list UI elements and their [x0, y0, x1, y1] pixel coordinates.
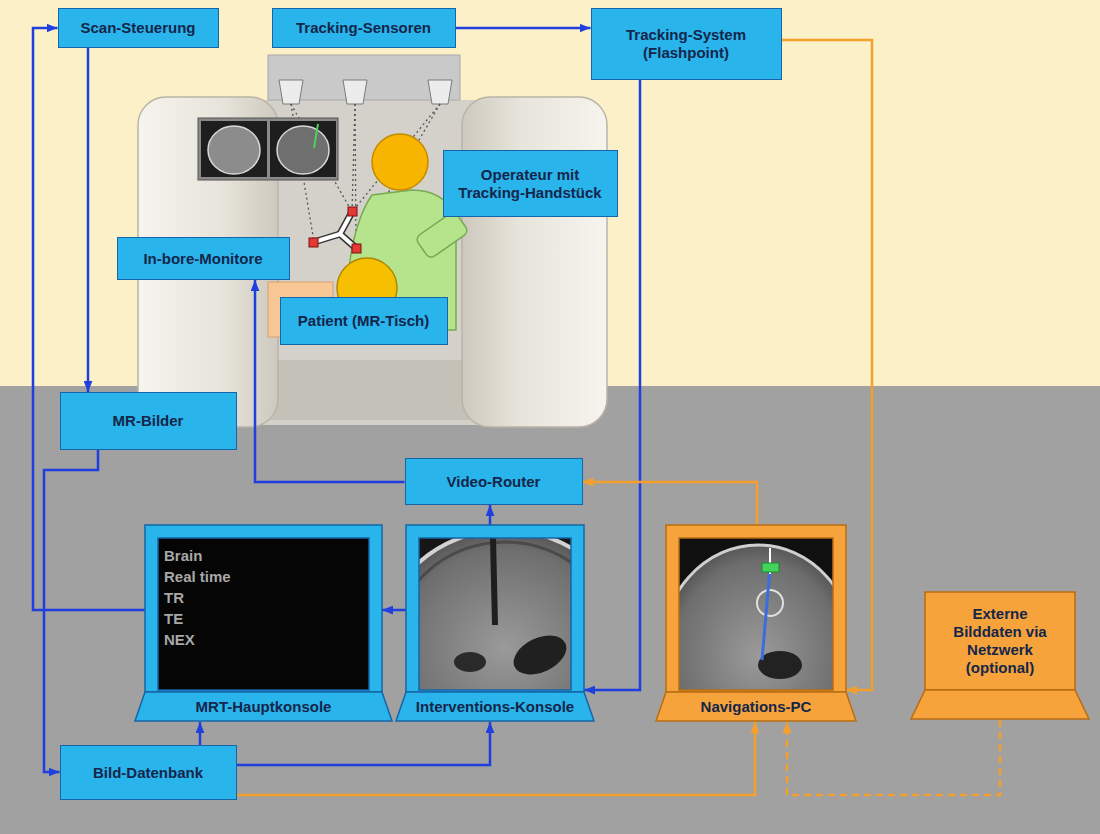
console-monitor: MRT-Hauptkonsole BrainReal timeTR TE NEX — [134, 525, 393, 722]
screen-text: Real time — [164, 568, 231, 586]
connector-arrow — [44, 450, 98, 772]
monitor-label: Interventions-Konsole — [395, 692, 595, 722]
brain-image — [277, 126, 329, 174]
tracking-sensor — [428, 80, 452, 104]
connector-arrow — [382, 609, 406, 612]
console-monitor: Interventions-Konsole — [395, 525, 595, 722]
scanner-ring — [462, 97, 607, 427]
brain-image — [208, 126, 260, 174]
system-box: Tracking-System (Flashpoint) — [591, 8, 782, 80]
patient-box: Patient (MR-Tisch) — [280, 297, 448, 345]
in-bore-screen — [201, 121, 267, 177]
box-label: Scan-Steuerung — [67, 19, 210, 37]
connector-arrow — [489, 505, 492, 525]
monitor-label: Navigations-PC — [655, 692, 857, 722]
screen-text: Brain — [164, 547, 202, 565]
console-screen — [158, 538, 369, 690]
monitor-outline — [655, 525, 857, 722]
monitor-outline — [395, 525, 595, 722]
mri-image — [419, 538, 571, 690]
display-box: In-bore-Monitore — [117, 237, 290, 280]
tracking-handpiece — [309, 207, 361, 253]
connector-arrow — [33, 28, 145, 610]
connector-arrow — [782, 40, 873, 690]
screen-text: NEX — [164, 631, 195, 649]
box-label: Bild-Datenbank — [69, 764, 228, 782]
screen-text: TE — [164, 610, 183, 628]
box-label: Tracking-Sensoren — [281, 19, 447, 37]
connector-arrow — [237, 722, 491, 765]
control-room-background — [0, 386, 1100, 834]
connector-arrow — [583, 482, 758, 525]
box-label: Patient (MR-Tisch) — [289, 312, 439, 330]
monitor-label: MRT-Hauptkonsole — [134, 692, 393, 722]
box-label: Tracking-System (Flashpoint) — [600, 26, 773, 62]
connector-arrow — [87, 48, 90, 392]
box-label: Operateur mit Tracking-Handstück — [452, 166, 609, 202]
box-label: Video-Router — [414, 473, 574, 491]
navigation-image — [679, 545, 833, 690]
database-box: Bild-Datenbank — [60, 745, 237, 800]
tracking-sensor — [343, 80, 367, 104]
connector-arrow — [199, 722, 202, 745]
operator-head — [372, 134, 428, 190]
image-box: MR-Bilder — [60, 392, 237, 450]
tracking-sensor — [279, 80, 303, 104]
control-box: Scan-Steuerung — [58, 8, 219, 48]
operator-arm — [415, 211, 469, 260]
connector-arrow — [456, 27, 591, 30]
person-box: Operateur mit Tracking-Handstück — [443, 150, 618, 217]
router-box: Video-Router — [405, 458, 583, 505]
scanner-bore-floor — [270, 360, 470, 420]
in-bore-monitor-frame — [198, 118, 338, 180]
in-bore-screen — [270, 121, 336, 177]
connector-arrow — [237, 722, 756, 795]
screen-text: TR — [164, 589, 184, 607]
sensor-box: Tracking-Sensoren — [272, 8, 456, 48]
box-label: In-bore-Monitore — [126, 250, 281, 268]
network-terminal: Externe Bilddaten via Netzwerk (optional… — [910, 592, 1090, 720]
connector-arrow — [787, 720, 1000, 795]
terminal-label: Externe Bilddaten via Netzwerk (optional… — [925, 592, 1075, 690]
box-label: MR-Bilder — [69, 412, 228, 430]
instrument-overlay — [314, 124, 318, 148]
navigation-monitor: Navigations-PC — [655, 525, 857, 722]
